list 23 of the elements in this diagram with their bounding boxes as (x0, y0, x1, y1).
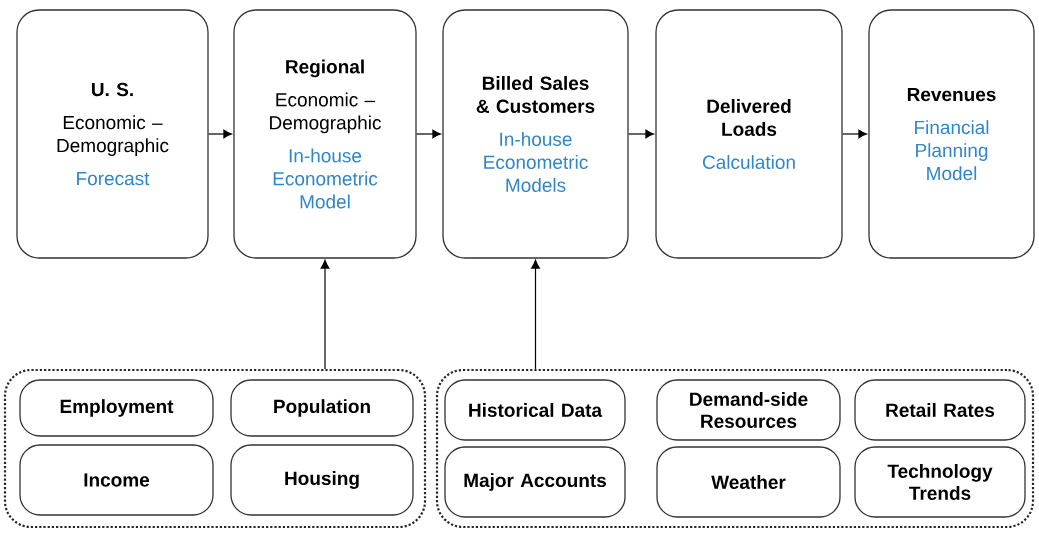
arrow (208, 129, 233, 139)
process-box: Regional Economic – Demographic In-house Econometric Model (233, 9, 417, 259)
arrow (320, 259, 330, 370)
factor-box: Retail Rates (854, 379, 1026, 441)
factor-box: Housing (230, 444, 414, 516)
dotted-group-frame (3, 368, 427, 529)
arrow (416, 129, 442, 139)
factor-box: Population (230, 379, 414, 437)
factor-box: Income (19, 444, 214, 516)
process-box: Delivered Loads Calculation (655, 9, 843, 259)
arrow (531, 259, 540, 370)
factor-box: Weather (656, 446, 841, 518)
factor-box: Historical Data (444, 379, 626, 441)
process-box: Billed Sales & Customers In-house Econometric Models (442, 9, 629, 259)
process-box: Revenues Financial Planning Model (868, 9, 1035, 259)
arrow (628, 129, 655, 139)
dotted-group-frame (435, 368, 1035, 529)
factor-box: Demand-side Resources (656, 379, 841, 441)
process-box: U. S. Economic – Demographic Forecast (16, 9, 209, 259)
arrow (842, 129, 868, 139)
factor-box: Employment (19, 379, 214, 437)
factor-box: Technology Trends (854, 446, 1026, 518)
factor-box: Major Accounts (444, 446, 626, 518)
